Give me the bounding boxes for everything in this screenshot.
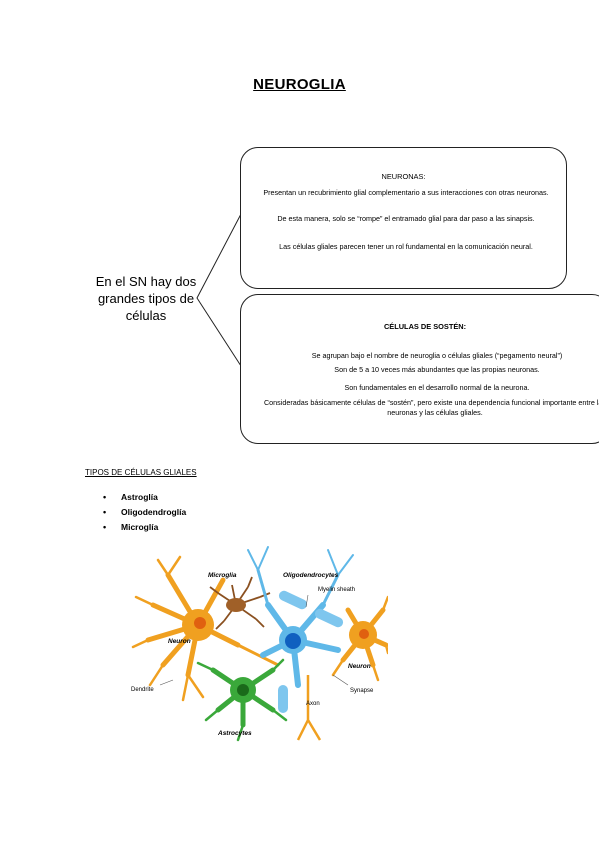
section-title-tipos: TIPOS DE CÉLULAS GLIALES (85, 468, 197, 477)
label-astrocytes: Astrocytes (217, 730, 252, 737)
intro-text: En el SN hay dos grandes tipos de célula… (95, 274, 197, 323)
glial-cells-illustration: Microglia Oligodendrocytes Myelin sheath… (131, 546, 388, 742)
neuron-right-nucleus-icon (359, 629, 369, 639)
neuronas-line-3: Las células gliales parecen tener un rol… (279, 242, 533, 251)
label-microglia: Microglia (208, 572, 237, 579)
bracket-connector (196, 213, 242, 367)
neuronas-box: NEURONAS: Presentan un recubrimiento gli… (240, 147, 567, 289)
glial-types-list: • Astroglía • Oligodendroglía • Microglía (103, 490, 186, 535)
microglia-body-icon (226, 598, 246, 612)
list-item: • Oligodendroglía (103, 505, 186, 520)
neuron-left-icon (131, 555, 280, 702)
neuronas-line-2: De esta manera, solo se “rompe” el entra… (277, 214, 535, 223)
oligodendrocyte-nucleus-icon (285, 633, 301, 649)
oligodendrocyte-icon (247, 546, 354, 688)
page-title: NEUROGLIA (253, 76, 346, 93)
bullet-icon: • (103, 492, 107, 502)
list-item-label: Astroglía (121, 492, 158, 502)
sosten-heading: CÉLULAS DE SOSTÉN: (383, 322, 467, 331)
list-item-label: Microglía (121, 522, 159, 532)
neuronas-line-1: Presentan un recubrimiento glial complem… (263, 188, 549, 197)
label-myelin-sheath: Myelin sheath (318, 587, 355, 593)
neuronas-heading: NEURONAS: (381, 172, 426, 181)
sosten-line-4: Consideradas básicamente células de “sos… (263, 398, 599, 417)
sosten-line-2: Son de 5 a 10 veces más abundantes que l… (334, 365, 540, 374)
label-synapse: Synapse (350, 688, 374, 694)
list-item-label: Oligodendroglía (121, 507, 187, 517)
sosten-line-3: Son fundamentales en el desarrollo norma… (344, 383, 530, 392)
list-item: • Microglía (103, 520, 186, 535)
myelin-sheath-icon (278, 590, 344, 713)
label-dendrite: Dendrite (131, 687, 154, 693)
bullet-icon: • (103, 507, 107, 517)
axon-icon (296, 675, 322, 741)
label-oligodendrocytes: Oligodendrocytes (283, 572, 339, 579)
neuron-left-nucleus-icon (194, 617, 206, 629)
astrocyte-icon (196, 658, 288, 742)
bullet-icon: • (103, 522, 107, 532)
astrocyte-nucleus-icon (237, 684, 249, 696)
pointer-lines (159, 594, 349, 686)
sosten-box: CÉLULAS DE SOSTÉN: Se agrupan bajo el no… (240, 294, 599, 444)
list-item: • Astroglía (103, 490, 186, 505)
label-neuron-right: Neuron (348, 663, 371, 670)
label-axon: Axon (306, 701, 320, 707)
label-neuron-left: Neuron (168, 638, 191, 645)
sosten-line-1: Se agrupan bajo el nombre de neuroglia o… (311, 351, 563, 360)
